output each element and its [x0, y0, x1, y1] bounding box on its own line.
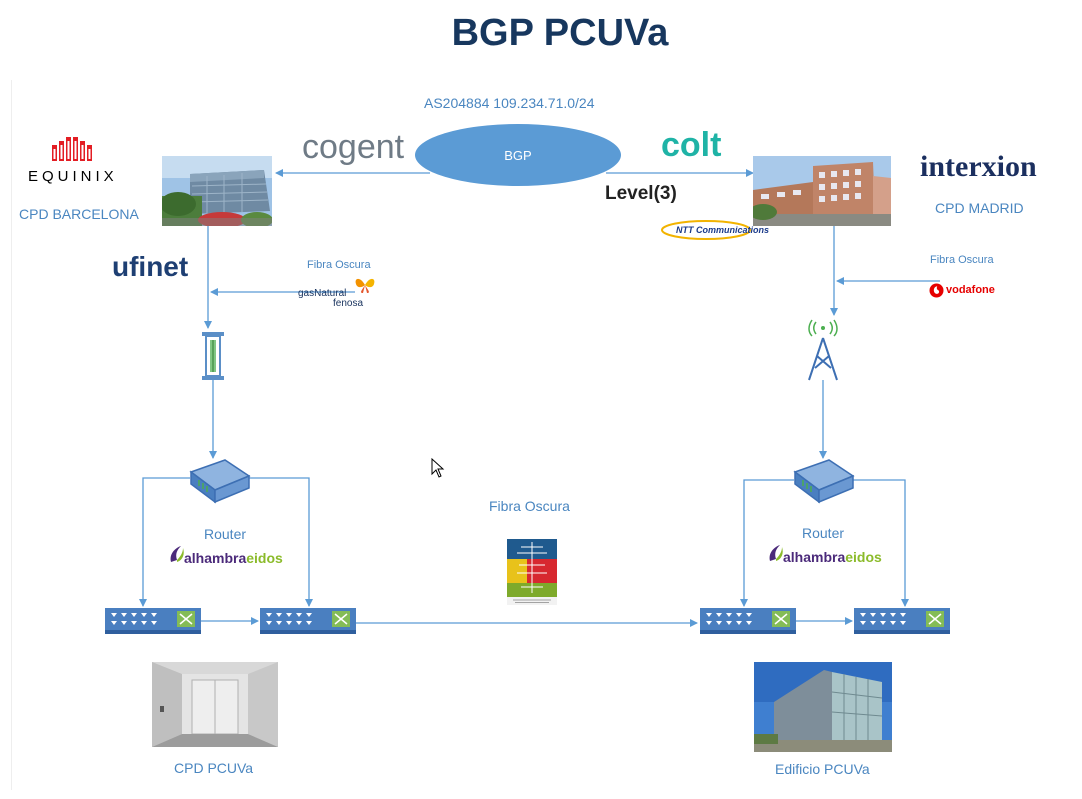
colt-logo: colt: [661, 126, 722, 164]
alhambra-left-logo: alhambraeidos: [184, 550, 283, 568]
ntt-logo-text: NTT Communications: [676, 225, 770, 235]
bgp-cloud: BGP: [415, 124, 621, 186]
router-right-label: Router: [802, 525, 845, 541]
alhambra-left-part2: eidos: [246, 550, 283, 566]
left-guide-line: [11, 80, 12, 790]
router-right-to-switch3-line: [740, 479, 794, 607]
cpd-madrid-label: CPD MADRID: [935, 200, 1024, 216]
router-left-to-switch1-line: [139, 477, 190, 607]
router-left-label: Router: [204, 526, 247, 542]
switch-4-icon: [854, 608, 950, 634]
cogent-logo: cogent: [302, 128, 405, 166]
alhambra-right-part2: eidos: [845, 549, 882, 565]
router-left-to-switch2-line: [248, 477, 313, 607]
center-fiber-label: Fibra Oscura: [489, 498, 570, 514]
alhambra-right-icon: [769, 545, 783, 561]
alhambra-left-icon: [170, 546, 184, 562]
fiber-transceiver-icon: [202, 332, 224, 380]
bgp-cloud-label: BGP: [504, 147, 532, 163]
switch-3-icon: [700, 608, 796, 634]
gasnatural-logo-line2: fenosa: [333, 298, 364, 309]
vodafone-icon: [929, 283, 944, 298]
router-right-to-switch4-line: [852, 479, 909, 607]
router-right-icon: [793, 459, 855, 504]
park-logo-icon: [507, 539, 557, 605]
cpd-pcuva-photo: [152, 662, 278, 747]
equinix-logo-text: EQUINIX: [28, 168, 118, 185]
gasnatural-butterfly-icon: [355, 278, 375, 293]
alhambra-left-part1: alhambra: [184, 550, 247, 566]
page-title: BGP PCUVa: [451, 12, 669, 54]
edificio-pcuva-photo: [754, 662, 892, 752]
switch-1-icon: [105, 608, 201, 634]
cpd-madrid-photo: [753, 156, 891, 226]
cursor-icon: [431, 458, 445, 478]
router-left-icon: [189, 459, 251, 504]
switch-2-icon: [260, 608, 356, 634]
vodafone-logo-text: vodafone: [946, 284, 995, 296]
radio-tower-icon: [808, 319, 838, 381]
level3-logo: Level(3): [605, 183, 677, 204]
alhambra-right-part1: alhambra: [783, 549, 846, 565]
fiber-right-label: Fibra Oscura: [930, 254, 994, 266]
edificio-pcuva-label: Edificio PCUVa: [775, 761, 870, 777]
alhambra-right-logo: alhambraeidos: [783, 549, 882, 567]
cpd-barcelona-photo: [162, 156, 272, 226]
gasnatural-logo-line1: gasNatural: [298, 288, 347, 299]
cpd-pcuva-label: CPD PCUVa: [174, 760, 254, 776]
ntt-logo-icon: [661, 220, 751, 240]
fiber-left-label: Fibra Oscura: [307, 259, 371, 271]
interxion-logo: interxion: [920, 150, 1037, 183]
as-number-label: AS204884 109.234.71.0/24: [424, 95, 595, 111]
equinix-logo-icon: [52, 137, 92, 161]
cpd-barcelona-label: CPD BARCELONA: [19, 206, 139, 222]
ufinet-logo: ufinet: [112, 251, 189, 282]
